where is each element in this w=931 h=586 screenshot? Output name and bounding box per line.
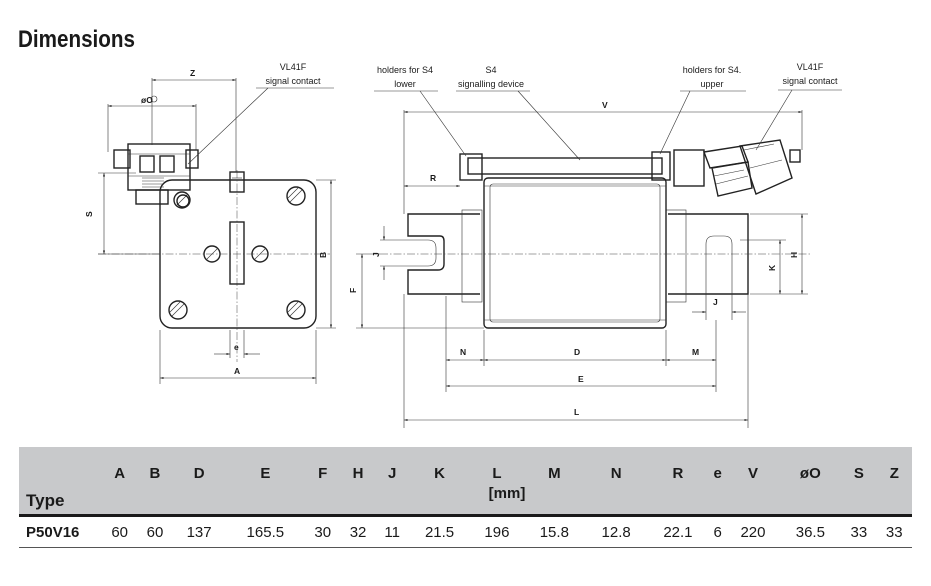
holders-upper-line1: holders for S4. [683,65,742,75]
column-header: V [726,447,780,485]
value-cell: 6 [708,514,727,548]
right-vl41f-line2: signal contact [782,76,838,86]
side-view: Z øO S B e A VL41F signal contact [84,62,336,384]
holders-lower-line2: lower [394,79,416,89]
value-cell: 137 [172,514,226,548]
dim-label-v: V [602,100,608,110]
dim-label-b: B [318,252,328,258]
value-cell: 33 [876,514,912,548]
type-header: Type [19,447,102,516]
value-cell: 165.5 [225,514,306,548]
column-header: K [408,447,471,485]
s4-line2: signalling device [458,79,524,89]
front-view: V R J F H K J N [348,62,842,428]
column-header: N [585,447,648,485]
column-header: M [523,447,586,485]
column-header: e [708,447,727,485]
dim-label-j-right: J [713,297,718,307]
column-header: R [647,447,709,485]
right-terminal [665,209,749,303]
value-cell: 36.5 [779,514,842,548]
fuse-body [483,177,667,329]
dim-label-e-small: e [234,342,239,352]
value-cell: 220 [726,514,780,548]
value-cell: 32 [340,514,376,548]
right-signal-contact [673,139,801,197]
value-cell: 30 [305,514,341,548]
value-cell: 60 [137,514,173,548]
dim-label-z: Z [190,68,195,78]
column-header: S [841,447,877,485]
dim-label-oo: øO [141,95,153,105]
value-cell: 12.8 [585,514,648,548]
column-header: D [172,447,226,485]
value-cell: 22.1 [647,514,709,548]
top-contact [229,171,245,193]
left-terminal [406,209,483,303]
dim-label-e-big: E [578,374,584,384]
value-cell: 33 [841,514,877,548]
value-cell: 11 [375,514,409,548]
dim-label-l: L [574,407,579,417]
dim-label-a: A [234,366,240,376]
signal-contact-block [113,143,199,208]
dim-label-m: M [692,347,699,357]
left-vl41f-line1: VL41F [280,62,307,72]
value-cell: 21.5 [408,514,471,548]
right-vl41f-line1: VL41F [797,62,824,72]
column-header: A [102,447,138,485]
dim-label-s: S [84,211,94,217]
column-header: H [340,447,376,485]
bolt-top-right [286,186,306,206]
page-title: Dimensions [18,26,135,53]
bolt-mid-left [203,245,221,263]
value-cell: 60 [102,514,138,548]
dim-label-r: R [430,173,436,183]
type-cell: P50V16 [19,514,102,548]
dim-label-h: H [789,252,799,258]
column-header: L [470,447,524,485]
holders-lower-line1: holders for S4 [377,65,433,75]
dim-label-n: N [460,347,466,357]
bolt-bottom-left [168,300,188,320]
dim-label-d: D [574,347,580,357]
s4-line1: S4 [485,65,496,75]
dim-label-j-left: J [371,252,381,257]
dim-label-k: K [767,264,777,271]
column-header: F [305,447,341,485]
bolt-top-left [173,191,191,209]
column-header: Z [876,447,912,485]
column-header: B [137,447,173,485]
column-header: øO [779,447,842,485]
left-vl41f-line2: signal contact [265,76,321,86]
column-header: E [225,447,306,485]
unit-label: [mm] [102,485,912,516]
table-unit-row: [mm] [19,485,912,516]
holders-upper-line2: upper [700,79,723,89]
s4-device [467,157,663,175]
column-header: J [375,447,409,485]
bolt-bottom-right [286,300,306,320]
center-blade [229,221,245,285]
value-cell: 196 [470,514,524,548]
technical-drawing: Z øO S B e A VL41F signal contact [84,62,842,428]
dim-label-f: F [348,288,358,293]
bolt-mid-right [251,245,269,263]
value-cell: 15.8 [523,514,586,548]
